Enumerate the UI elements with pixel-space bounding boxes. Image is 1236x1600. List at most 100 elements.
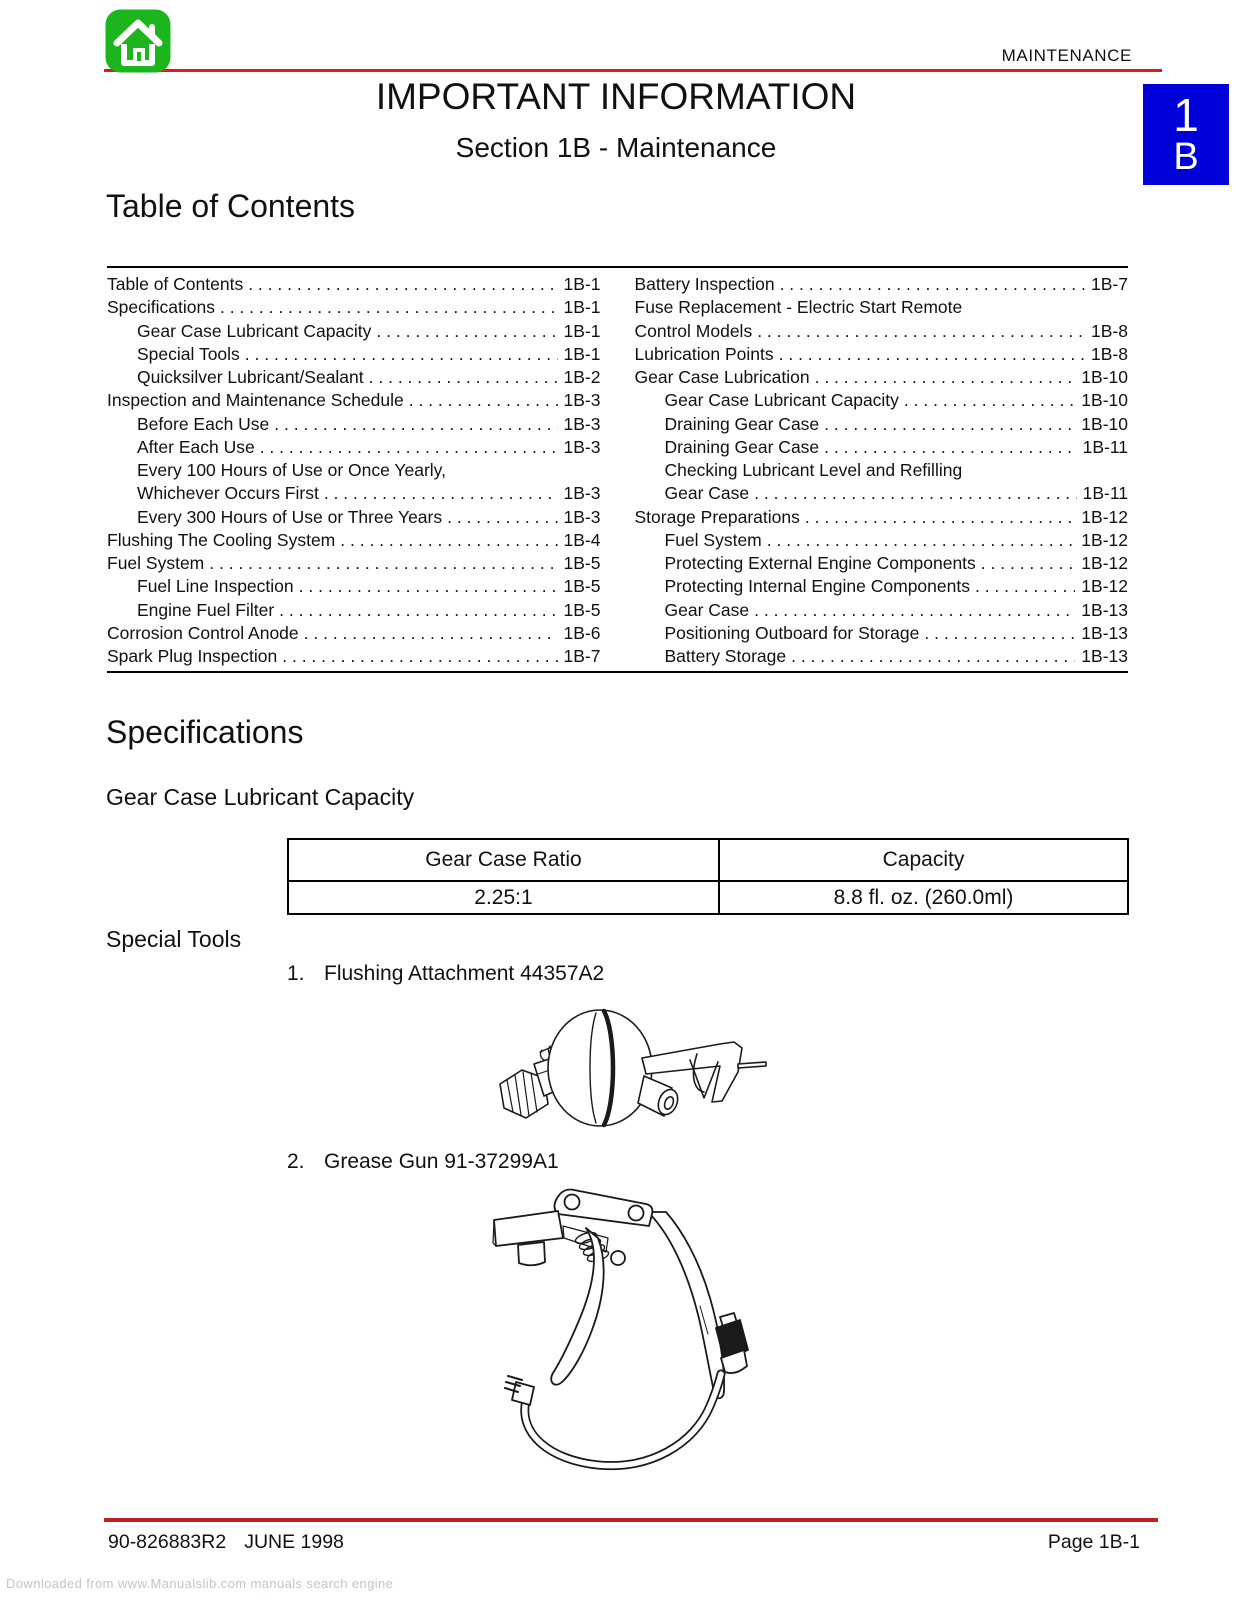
toc-entry: Flushing The Cooling System 1B-4 xyxy=(107,529,601,552)
toc-entry-page: 1B-13 xyxy=(1081,646,1128,666)
toc-entry-page: 1B-13 xyxy=(1081,622,1128,643)
toc-dot-leader xyxy=(220,296,558,319)
gear-case-capacity-table: Gear Case Ratio Capacity 2.25:1 8.8 fl. … xyxy=(287,838,1129,915)
toc-entry: Before Each Use 1B-3 xyxy=(107,413,601,436)
toc-entry-label: Gear Case Lubrication xyxy=(634,367,810,387)
section-tab-letter: B xyxy=(1173,135,1199,178)
toc-entry: Spark Plug Inspection 1B-7 xyxy=(107,645,601,668)
toc-dot-leader xyxy=(780,273,1085,296)
special-tools-heading: Special Tools xyxy=(106,926,242,952)
specifications-heading: Specifications xyxy=(106,714,304,750)
toc-entry-page: 1B-1 xyxy=(563,274,601,294)
toc-entry-page: 1B-4 xyxy=(563,529,601,550)
toc-dot-leader xyxy=(340,529,557,552)
toc-entry-page: 1B-3 xyxy=(563,506,601,527)
toc-entry-page: 1B-3 xyxy=(563,413,601,434)
toc-entry-label: Flushing The Cooling System xyxy=(107,529,336,550)
toc-entry: Fuel System 1B-5 xyxy=(107,552,601,575)
toc-entry-page: 1B-7 xyxy=(563,646,601,666)
toc-entry-page: 1B-10 xyxy=(1081,413,1128,434)
page-number: Page 1B-1 xyxy=(1047,1531,1140,1553)
toc-entry-label: Control Models xyxy=(634,320,753,341)
toc-entry-label: Draining Gear Case xyxy=(664,436,820,457)
toc-entry-page: 1B-5 xyxy=(563,576,601,597)
toc-column-left: Table of Contents 1B-1 Specifications 1B… xyxy=(107,273,601,668)
table-header-row: Gear Case Ratio Capacity xyxy=(287,838,1129,882)
toc-dot-leader xyxy=(209,552,557,575)
toc-entry-label: Before Each Use xyxy=(137,413,270,434)
toc-entry-page: 1B-10 xyxy=(1081,390,1128,411)
toc-dot-leader xyxy=(824,413,1075,436)
toc-entry: Battery Storage 1B-13 xyxy=(635,645,1129,668)
toc-entry: Whichever Occurs First 1B-3 xyxy=(107,482,601,505)
toc-entry-label: Whichever Occurs First xyxy=(137,483,319,504)
column-header-gear-case-ratio: Gear Case Ratio xyxy=(287,838,720,882)
toc-dot-leader xyxy=(975,575,1075,598)
toc-dot-leader xyxy=(279,599,557,622)
toc-entry-label: Table of Contents xyxy=(107,274,244,294)
toc-entry: Fuse Replacement - Electric Start Remote xyxy=(635,296,1129,319)
toc-entry: Specifications 1B-1 xyxy=(107,296,601,319)
toc-dot-leader xyxy=(369,366,558,389)
toc-dot-leader xyxy=(274,413,557,436)
toc-entry: Battery Inspection 1B-7 xyxy=(635,273,1129,296)
home-button[interactable] xyxy=(104,8,172,74)
toc-entry: Storage Preparations 1B-12 xyxy=(635,506,1129,529)
toc-entry-page: 1B-8 xyxy=(1091,343,1128,364)
tool-item-flushing-attachment: 1. Flushing Attachment 44357A2 xyxy=(287,962,604,986)
toc-entry-label: Corrosion Control Anode xyxy=(107,622,299,643)
toc-dot-leader xyxy=(299,575,558,598)
tool-item-label: Flushing Attachment 44357A2 xyxy=(324,962,605,985)
toc-entry-label: Fuel Line Inspection xyxy=(137,576,294,597)
toc-entry-page: 1B-3 xyxy=(563,436,601,457)
flushing-attachment-drawing xyxy=(499,1008,767,1128)
toc-entry-page: 1B-1 xyxy=(563,343,601,364)
toc-entry: Inspection and Maintenance Schedule 1B-3 xyxy=(107,389,601,412)
toc-entry-label: Gear Case Lubricant Capacity xyxy=(664,390,899,411)
toc-entry-page: 1B-12 xyxy=(1081,529,1128,550)
tool-item-label: Grease Gun 91-37299A1 xyxy=(324,1150,559,1173)
flushing-attachment-illustration xyxy=(492,1006,770,1132)
toc-dot-leader xyxy=(805,506,1075,529)
toc-entry: Draining Gear Case 1B-10 xyxy=(635,413,1129,436)
toc-entry: Protecting Internal Engine Components 1B… xyxy=(635,575,1129,598)
toc-entry-label: Gear Case xyxy=(664,599,750,620)
page-title: IMPORTANT INFORMATION xyxy=(375,76,857,117)
toc-entry-label: Storage Preparations xyxy=(634,506,800,527)
toc-dot-leader xyxy=(324,482,558,505)
toc-entry-page: 1B-6 xyxy=(563,622,601,643)
toc-entry-page: 1B-5 xyxy=(563,599,601,620)
toc-dot-leader xyxy=(282,645,557,668)
toc-dot-leader xyxy=(791,645,1075,668)
toc-entry-page: 1B-7 xyxy=(1091,274,1128,294)
toc-heading: Table of Contents xyxy=(106,188,356,224)
document-number: 90-826883R2 xyxy=(108,1531,227,1553)
toc-entry: Quicksilver Lubricant/Sealant 1B-2 xyxy=(107,366,601,389)
toc-rule-top xyxy=(107,266,1128,268)
toc-entry-page: 1B-12 xyxy=(1081,506,1128,527)
toc-entry: Table of Contents 1B-1 xyxy=(107,273,601,296)
toc-entry-label: Fuel System xyxy=(664,529,762,550)
toc-dot-leader xyxy=(757,320,1085,343)
grease-gun-drawing xyxy=(492,1188,749,1471)
toc-dot-leader xyxy=(754,482,1076,505)
toc-entry-page: 1B-11 xyxy=(1082,483,1128,504)
footer-rule xyxy=(104,1518,1158,1522)
toc-entry-label: Every 100 Hours of Use or Once Yearly, xyxy=(137,460,446,480)
toc-entry-label: Quicksilver Lubricant/Sealant xyxy=(137,367,364,387)
toc-entry-label: Spark Plug Inspection xyxy=(107,646,278,666)
toc-entry: Positioning Outboard for Storage 1B-13 xyxy=(635,622,1129,645)
toc-dot-leader xyxy=(924,622,1075,645)
toc-dot-leader xyxy=(824,436,1076,459)
toc-dot-leader xyxy=(260,436,558,459)
toc-entry-label: Lubrication Points xyxy=(634,343,774,364)
watermark-text: Downloaded from www.Manualslib.com manua… xyxy=(6,1576,394,1591)
toc-entry-page: 1B-1 xyxy=(563,297,601,318)
toc-columns: Table of Contents 1B-1 Specifications 1B… xyxy=(107,273,1128,668)
toc-entry-page: 1B-2 xyxy=(563,367,601,387)
toc-dot-leader xyxy=(447,506,557,529)
toc-dot-leader xyxy=(815,366,1076,389)
toc-entry-label: Gear Case xyxy=(664,483,750,504)
toc-entry-label: Special Tools xyxy=(137,343,240,364)
